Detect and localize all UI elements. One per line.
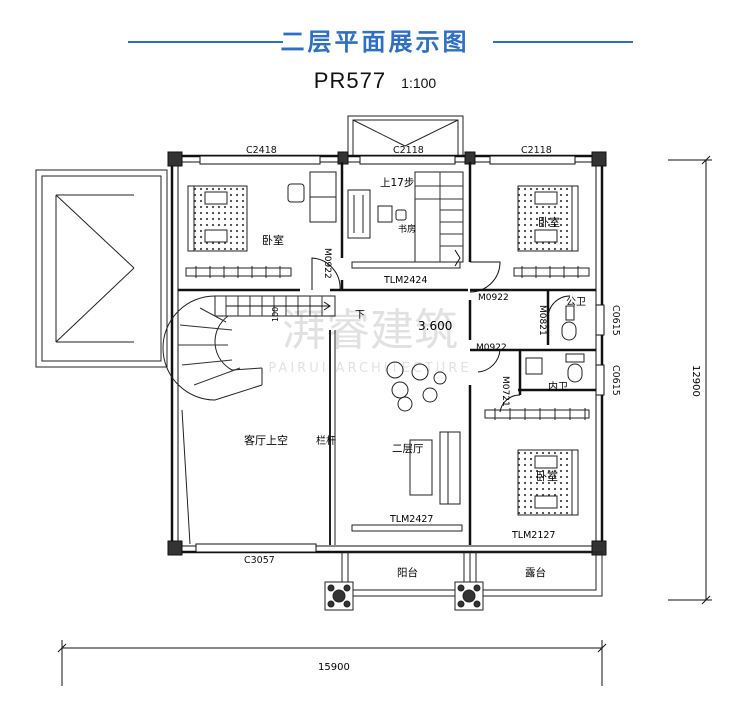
watermark-subtext: PAIRUI ARCHITECTURE (268, 361, 471, 376)
room-label-study: 书房 (398, 223, 416, 235)
window-labels: C2418 C2118 C2118 C3057 C0615 C0615 (244, 145, 621, 566)
title-line-right (493, 41, 633, 43)
watermark-text: 湃睿建筑 (282, 305, 458, 356)
window-label-right-upper: C0615 (610, 305, 621, 336)
plan-scale: 1:100 (401, 75, 437, 91)
door-label-right-bedroom: M0922 (478, 293, 509, 303)
room-label-railing: 栏杆 (316, 434, 336, 447)
subtitle: PR577 1:100 (0, 68, 750, 94)
study (347, 171, 464, 269)
door-label-bedroom-left: M0922 (322, 248, 332, 279)
door-label-right-bedroom-slider: TLM2127 (511, 530, 555, 541)
dimension-lines (57, 155, 712, 686)
room-label-bedroom-left: 卧室 (262, 233, 284, 247)
room-label-inner-wc: 内卫 (548, 380, 568, 393)
title-bar: 二层平面展示图 (0, 22, 750, 62)
floor-level: 3.600 (418, 319, 452, 333)
windows (195, 155, 605, 553)
room-label-stair-down: 下 (355, 310, 365, 321)
stair-dimension: 100 (271, 307, 280, 322)
window-label-bottom-left: C3057 (244, 555, 275, 566)
window-label-top-mid: C2118 (393, 145, 424, 156)
roof-canopy-top (347, 115, 464, 157)
room-label-stairs-up: 上17步 (380, 177, 414, 189)
door-label-wc: M0821 (537, 305, 547, 336)
bedroom-left (185, 171, 341, 291)
room-label-living-void: 客厅上空 (244, 433, 288, 447)
room-label-public-wc: 公卫 (566, 297, 586, 308)
public-wc (547, 295, 577, 341)
watermark: 湃睿建筑 PAIRUI ARCHITECTURE (268, 305, 471, 376)
window-label-top-left: C2418 (246, 145, 277, 156)
door-label-living-slider: TLM2427 (389, 514, 433, 525)
room-label-hall: 二层厅 (392, 443, 424, 455)
door-label-inner-wc-upper: M0922 (476, 343, 507, 353)
bedroom-right-top (469, 185, 590, 293)
door-label-study-slider: TLM2424 (383, 275, 427, 286)
interior-walls (178, 162, 596, 545)
hall (351, 361, 463, 532)
title-line-left (128, 41, 283, 43)
room-label-balcony: 阳台 (397, 566, 418, 579)
room-label-bedroom-right-bottom: 卧室 (536, 469, 558, 483)
page-title: 二层平面展示图 (280, 28, 470, 56)
balcony-terrace (324, 551, 603, 611)
roof-left (35, 169, 168, 368)
living-void (181, 330, 336, 545)
plan-code: PR577 (313, 68, 387, 93)
room-label-bedroom-right-top: 卧室 (538, 215, 560, 229)
dimension-total-depth: 12900 (690, 365, 701, 397)
corner-columns (167, 151, 607, 556)
window-label-top-right: C2118 (521, 145, 552, 156)
bedroom-right-bottom (484, 408, 590, 516)
dimension-total-width: 15900 (318, 662, 350, 673)
spiral-stair (162, 295, 336, 401)
window-label-right-lower: C0615 (610, 365, 621, 396)
room-label-terrace: 露台 (525, 566, 546, 579)
door-label-inner-wc-lower: M0721 (500, 376, 510, 407)
inner-wc (477, 349, 585, 413)
